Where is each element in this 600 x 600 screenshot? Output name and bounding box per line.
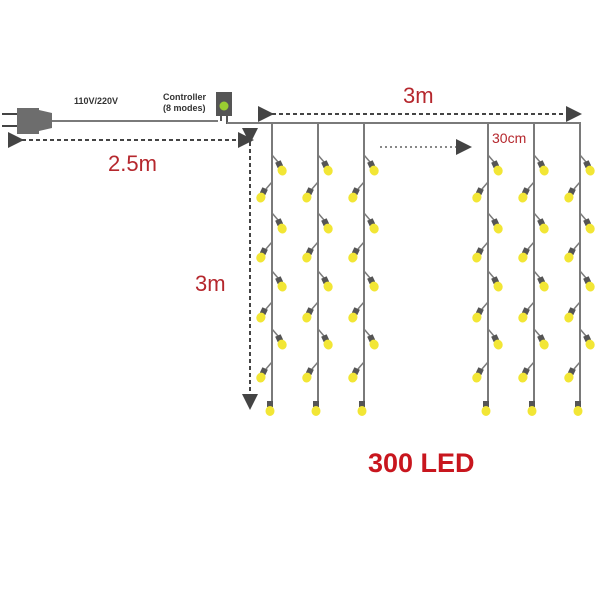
led-bulb-icon [275, 218, 287, 234]
led-bulb-icon [367, 334, 379, 350]
led-bulb-icon [564, 307, 576, 323]
led-bulb-icon [256, 307, 268, 323]
led-bulb-icon [311, 401, 321, 416]
height-label: 3m [195, 271, 226, 296]
led-bulb-icon [537, 160, 549, 176]
led-bulb-icon [256, 247, 268, 263]
plug-icon [2, 108, 52, 134]
led-bulb-icon [583, 218, 595, 234]
led-bulb-icon [564, 247, 576, 263]
light-strand [302, 123, 333, 416]
led-bulb-icon [481, 401, 491, 416]
light-strand [564, 123, 595, 416]
led-bulb-icon [583, 160, 595, 176]
led-bulb-icon [256, 187, 268, 203]
led-bulb-icon [275, 276, 287, 292]
led-bulb-icon [302, 307, 314, 323]
led-bulb-icon [348, 187, 360, 203]
led-bulb-icon [367, 160, 379, 176]
led-bulb-icon [275, 160, 287, 176]
led-bulb-icon [275, 334, 287, 350]
light-strand [256, 123, 287, 416]
led-bulb-icon [321, 334, 333, 350]
lead-length-label: 2.5m [108, 151, 157, 176]
width-label: 3m [403, 83, 434, 108]
led-bulb-icon [491, 276, 503, 292]
controller-modes-label: (8 modes) [163, 103, 206, 113]
led-bulb-icon [302, 367, 314, 383]
led-bulb-icon [537, 276, 549, 292]
led-bulb-icon [583, 334, 595, 350]
led-bulb-icon [348, 307, 360, 323]
led-bulb-icon [537, 218, 549, 234]
led-count-label: 300 LED [368, 448, 475, 478]
led-bulb-icon [302, 187, 314, 203]
spacing-label: 30cm [492, 130, 527, 146]
led-bulb-icon [491, 334, 503, 350]
led-bulb-icon [357, 401, 367, 416]
led-bulb-icon [518, 307, 530, 323]
led-bulb-icon [573, 401, 583, 416]
led-bulb-icon [583, 276, 595, 292]
led-bulb-icon [472, 367, 484, 383]
led-bulb-icon [472, 187, 484, 203]
light-strand [348, 123, 379, 416]
led-bulb-icon [348, 247, 360, 263]
led-bulb-icon [527, 401, 537, 416]
led-bulb-icon [564, 187, 576, 203]
led-bulb-icon [321, 218, 333, 234]
led-bulb-icon [537, 334, 549, 350]
led-bulb-icon [321, 160, 333, 176]
led-bulb-icon [472, 307, 484, 323]
led-bulb-icon [321, 276, 333, 292]
led-bulb-icon [302, 247, 314, 263]
voltage-label: 110V/220V [74, 96, 119, 106]
light-strand [518, 123, 549, 416]
led-bulb-icon [518, 367, 530, 383]
led-bulb-icon [348, 367, 360, 383]
led-bulb-icon [518, 187, 530, 203]
controller-icon [216, 92, 232, 124]
led-bulb-icon [491, 160, 503, 176]
led-bulb-icon [256, 367, 268, 383]
led-bulb-icon [518, 247, 530, 263]
led-bulb-icon [265, 401, 275, 416]
light-strand [472, 123, 503, 416]
led-bulb-icon [367, 276, 379, 292]
controller-label: Controller [163, 92, 207, 102]
led-bulb-icon [491, 218, 503, 234]
led-bulb-icon [367, 218, 379, 234]
led-bulb-icon [472, 247, 484, 263]
led-bulb-icon [564, 367, 576, 383]
